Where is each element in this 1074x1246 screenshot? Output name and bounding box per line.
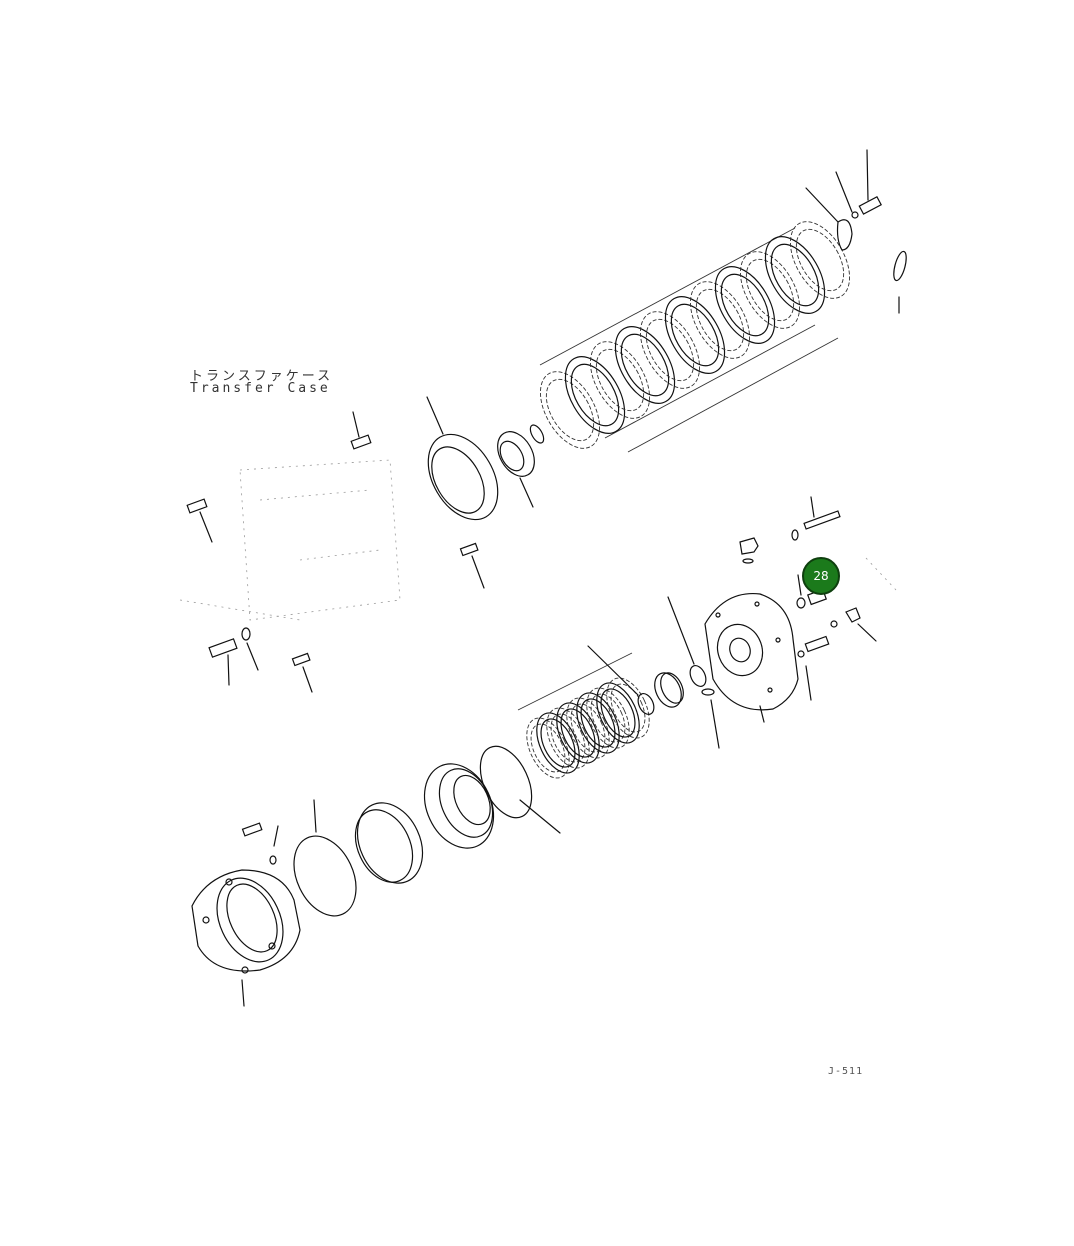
cover-fasteners (739, 496, 897, 701)
upper-small-parts (805, 149, 907, 314)
part-name-japanese: トランスファケース (190, 369, 334, 384)
left-fasteners (186, 411, 485, 693)
upper-hub (426, 396, 545, 521)
rear-cover (704, 592, 799, 723)
part-name-english: Transfer Case (190, 381, 331, 396)
front-housing (191, 822, 301, 1007)
piston-drum (423, 745, 561, 849)
transfer-case-ghost (179, 459, 401, 621)
upper-clutch-pack (539, 221, 850, 453)
o-rings (293, 799, 424, 917)
lower-clutch-pack (517, 596, 720, 779)
part-callout-badge[interactable]: 28 (802, 557, 840, 595)
figure-code: J-511 (828, 1066, 864, 1077)
